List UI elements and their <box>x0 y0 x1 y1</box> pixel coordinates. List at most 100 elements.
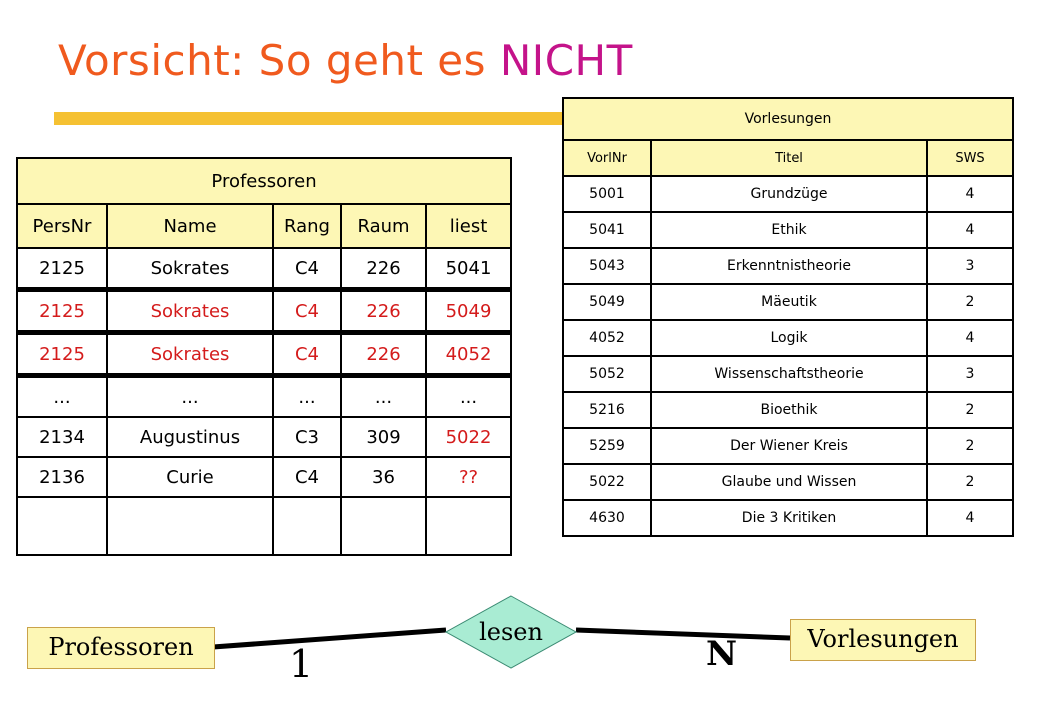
table-cell: 5043 <box>562 247 652 285</box>
table-cell: ... <box>340 373 427 418</box>
table-row: ... ... ... ... ... <box>16 373 513 418</box>
table-cell: 4 <box>926 499 1014 537</box>
table-cell: 5052 <box>562 355 652 393</box>
table-cell: 4 <box>926 175 1014 213</box>
table-cell: 5049 <box>562 283 652 321</box>
table-cell: 309 <box>340 416 427 458</box>
table-cell: 2 <box>926 463 1014 501</box>
table-cell: 5049 <box>424 287 513 334</box>
column-header-raum: Raum <box>340 203 427 249</box>
table-row: 2136 Curie C4 36 ?? <box>16 456 513 498</box>
table-row: 2125 Sokrates C4 226 5041 <box>16 247 513 291</box>
table-cell: Der Wiener Kreis <box>650 427 928 465</box>
table-cell: C4 <box>272 247 342 291</box>
relationship-diamond <box>444 595 578 669</box>
table-cell: 5041 <box>562 211 652 249</box>
table-cell: 2125 <box>16 287 108 334</box>
table-cell: 36 <box>340 456 427 498</box>
table-cell: Augustinus <box>106 416 274 458</box>
table-cell: Ethik <box>650 211 928 249</box>
table-cell: Logik <box>650 319 928 357</box>
table-cell: C4 <box>272 330 342 377</box>
table-cell: ... <box>424 373 513 418</box>
table-cell: C4 <box>272 287 342 334</box>
table-cell: 2 <box>926 283 1014 321</box>
table-cell: Curie <box>106 456 274 498</box>
table-cell: 226 <box>340 287 427 334</box>
table-cell: 2 <box>926 391 1014 429</box>
table-cell: Grundzüge <box>650 175 928 213</box>
professoren-table: Professoren PersNr Name Rang Raum liest … <box>15 157 513 556</box>
cardinality-left: 1 <box>289 642 314 686</box>
professoren-table-caption: Professoren <box>15 157 513 205</box>
table-row: 2134 Augustinus C3 309 5022 <box>16 416 513 458</box>
table-cell: 2125 <box>16 330 108 377</box>
entity-vorlesungen: Vorlesungen <box>790 619 976 661</box>
table-cell <box>272 496 342 556</box>
table-cell: ... <box>16 373 108 418</box>
table-cell: Glaube und Wissen <box>650 463 928 501</box>
table-cell: 2 <box>926 427 1014 465</box>
table-cell: 226 <box>340 330 427 377</box>
table-cell: ?? <box>424 456 513 498</box>
table-cell <box>340 496 427 556</box>
table-cell: ... <box>106 373 274 418</box>
table-cell: 5001 <box>562 175 652 213</box>
table-cell: 5216 <box>562 391 652 429</box>
table-cell: C4 <box>272 456 342 498</box>
column-header-name: Name <box>106 203 274 249</box>
table-cell: Die 3 Kritiken <box>650 499 928 537</box>
table-cell <box>16 496 108 556</box>
table-cell: Erkenntnistheorie <box>650 247 928 285</box>
table-cell: 226 <box>340 247 427 291</box>
professoren-header-row: PersNr Name Rang Raum liest <box>16 203 513 249</box>
vorlesungen-table-caption: Vorlesungen <box>562 97 1014 141</box>
table-cell: Sokrates <box>106 330 274 377</box>
table-cell <box>106 496 274 556</box>
er-connector-left <box>212 627 447 650</box>
title-underline-bar <box>54 112 564 125</box>
table-cell: 5259 <box>562 427 652 465</box>
slide-title-highlight: NICHT <box>499 36 633 85</box>
table-cell: Wissenschaftstheorie <box>650 355 928 393</box>
table-cell: 2136 <box>16 456 108 498</box>
table-cell: 4630 <box>562 499 652 537</box>
slide-title-prefix: Vorsicht: So geht es <box>58 36 500 85</box>
table-row: 2125 Sokrates C4 226 5049 <box>16 287 513 334</box>
table-cell: 3 <box>926 355 1014 393</box>
table-cell: 4052 <box>562 319 652 357</box>
column-header-vorlnr: VorlNr <box>562 139 652 177</box>
table-cell: C3 <box>272 416 342 458</box>
table-cell: 5022 <box>424 416 513 458</box>
table-cell: 4 <box>926 319 1014 357</box>
table-cell: 2125 <box>16 247 108 291</box>
column-header-liest: liest <box>424 203 513 249</box>
table-row: 2125 Sokrates C4 226 4052 <box>16 330 513 377</box>
vorlesungen-header-row: VorlNr Titel SWS <box>562 139 1014 177</box>
er-connector-right <box>575 627 791 641</box>
table-cell: 4052 <box>424 330 513 377</box>
table-cell: ... <box>272 373 342 418</box>
table-cell: 3 <box>926 247 1014 285</box>
column-header-rang: Rang <box>272 203 342 249</box>
table-cell: 4 <box>926 211 1014 249</box>
slide-title: Vorsicht: So geht es NICHT <box>58 36 633 85</box>
table-cell: 5022 <box>562 463 652 501</box>
table-cell <box>424 496 513 556</box>
entity-professoren: Professoren <box>27 627 215 669</box>
column-header-persnr: PersNr <box>16 203 108 249</box>
column-header-sws: SWS <box>926 139 1014 177</box>
column-header-titel: Titel <box>650 139 928 177</box>
table-cell: Mäeutik <box>650 283 928 321</box>
